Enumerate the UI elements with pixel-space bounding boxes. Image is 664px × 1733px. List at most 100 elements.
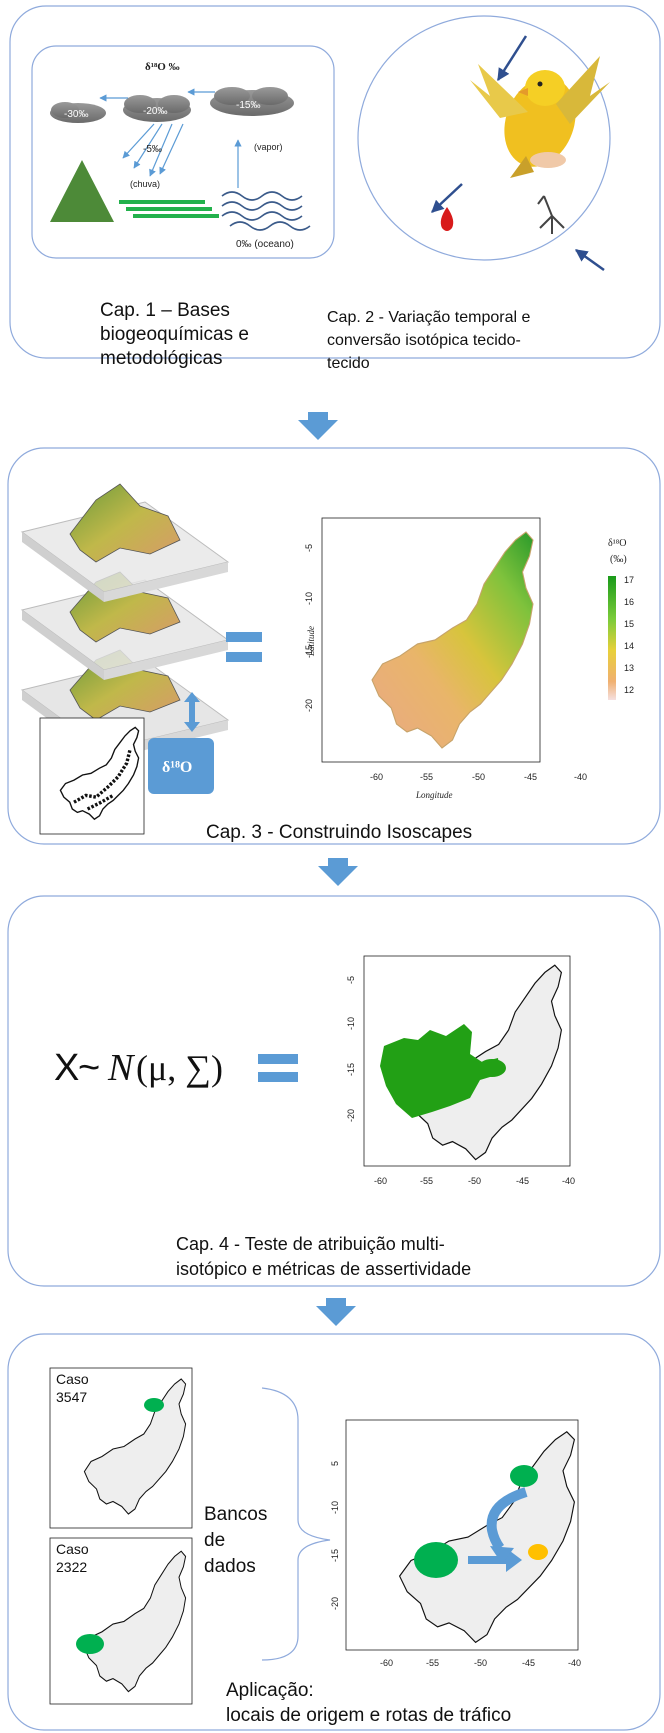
svg-text:-45: -45 [516,1176,529,1186]
rain-label: (chuva) [130,179,160,189]
svg-text:-15: -15 [346,1063,356,1076]
svg-text:-60: -60 [380,1658,393,1668]
legend-ticks: 17 16 15 14 13 12 [624,575,634,695]
equals-sign-top-2 [258,1054,298,1064]
route-map-xticks: -60 -55 -50 -45 -40 [380,1658,581,1668]
bird-claw-icon [537,195,565,234]
svg-text:-40: -40 [562,1176,575,1186]
down-arrow-3 [316,1298,356,1326]
destination-marker [528,1544,548,1560]
svg-text:-15: -15 [304,645,314,658]
svg-text:-55: -55 [420,772,433,782]
svg-text:-55: -55 [420,1176,433,1186]
svg-text:-45: -45 [524,772,537,782]
equals-sign-bottom [226,652,262,662]
bird-circle [357,15,611,272]
vapor-label: (vapor) [254,142,283,152]
svg-text:-15: -15 [330,1549,340,1562]
isotope-badge [148,738,214,794]
formula-n: N [107,1047,136,1089]
svg-text:5: 5 [330,1461,340,1466]
cap4-line2: isotópico e métricas de assertividade [176,1259,471,1279]
cap4-line1: Cap. 4 - Teste de atribuição multi- [176,1234,445,1254]
panel-cap3: δ¹⁸O Latitude Longitude -5 -10 -15 -20 -… [7,447,661,845]
down-arrow-2 [318,858,358,886]
svg-text:-40: -40 [574,772,587,782]
double-arrow-icon [184,692,200,732]
origin-probability-region [380,1024,500,1118]
cloud-right-label: -15‰ [236,100,260,111]
equals-sign-top [226,632,262,642]
delta-title: δ¹⁸O ‰ [145,61,180,73]
cap2-line1: Cap. 2 - Variação temporal e [327,309,530,326]
formula-tilde: ~ [78,1047,100,1089]
isoscape-xlabel: Longitude [415,790,453,800]
case2-number: 2322 [56,1559,87,1575]
isoscape-map: Latitude Longitude -5 -10 -15 -20 -60 -5… [304,517,587,800]
origin-southwest-marker [414,1542,458,1578]
isoscape-xticks: -60 -55 -50 -45 -40 [370,772,587,782]
svg-text:12: 12 [624,685,634,695]
legend-title-line2: (‰) [610,554,627,565]
bird-circle-border [357,15,611,261]
hand-icon [530,152,566,168]
banks-line3: dados [204,1556,256,1577]
assignment-map: -5 -10 -15 -20 -60 -55 -50 -45 -40 [346,955,575,1186]
case-3547-origin-marker [144,1398,164,1412]
arrow-to-claw [574,248,605,272]
svg-text:-50: -50 [472,772,485,782]
svg-text:-50: -50 [468,1176,481,1186]
svg-text:-40: -40 [568,1658,581,1668]
cloud-mid-label: -20‰ [143,106,167,117]
cap2-line2: conversão isotópica tecido- [327,332,521,349]
svg-text:-50: -50 [474,1658,487,1668]
route-arrow-curved [486,1487,528,1551]
svg-text:-60: -60 [374,1176,387,1186]
svg-text:-5: -5 [304,544,314,552]
assignment-xticks: -60 -55 -50 -45 -40 [374,1176,575,1186]
water-cycle-box [31,45,335,259]
origin-north-marker [510,1465,538,1487]
curly-brace [261,1387,331,1661]
cap2-line3: tecido [327,355,370,372]
land-stripe-1 [119,200,205,204]
svg-text:-55: -55 [426,1658,439,1668]
case1-number: 3547 [56,1389,87,1405]
isoscape-yticks: -5 -10 -15 -20 [304,544,314,712]
svg-text:-10: -10 [346,1017,356,1030]
case2-label: Caso [56,1541,89,1557]
cap1-line3: metodológicas [100,348,223,369]
svg-text:-5: -5 [346,976,356,984]
svg-text:-20: -20 [346,1109,356,1122]
equals-sign-bottom-2 [258,1072,298,1082]
svg-text:-20: -20 [330,1597,340,1610]
water-cycle-diagram: δ¹⁸O ‰ -30‰ -20‰ -15‰ -5‰ (chuva) (vapor… [50,61,311,250]
banks-line2: de [204,1530,225,1551]
svg-text:-10: -10 [304,592,314,605]
panel-cap1-cap2: δ¹⁸O ‰ -30‰ -20‰ -15‰ -5‰ (chuva) (vapor… [9,5,661,372]
assignment-yticks: -5 -10 -15 -20 [346,976,356,1122]
mountain-icon [50,160,114,222]
case-2322-map: Caso 2322 [49,1537,193,1705]
formula-x: X [54,1047,79,1089]
legend-title-line1: δ¹⁸O [608,538,626,549]
cap3-caption: Cap. 3 - Construindo Isoscapes [206,822,472,843]
cloud-left-label: -30‰ [64,109,88,120]
isoscape-legend: δ¹⁸O (‰) 17 16 15 14 13 12 [608,538,634,700]
blood-drop-icon [440,207,454,231]
panel-application: Caso 3547 Caso 2322 Bancos de dados [7,1333,661,1731]
case-2322-origin-marker [76,1634,104,1654]
case1-label: Caso [56,1371,89,1387]
isoscape-ylabel: Latitude [306,626,316,657]
svg-text:15: 15 [624,619,634,629]
svg-text:-20: -20 [304,699,314,712]
ocean-waves-icon [221,191,311,231]
svg-text:-10: -10 [330,1501,340,1514]
banks-line1: Bancos [204,1504,267,1525]
svg-text:14: 14 [624,641,634,651]
svg-text:17: 17 [624,575,634,585]
arrow-to-blood [431,183,463,213]
svg-text:13: 13 [624,663,634,673]
cap1-line2: biogeoquímicas e [100,324,249,345]
